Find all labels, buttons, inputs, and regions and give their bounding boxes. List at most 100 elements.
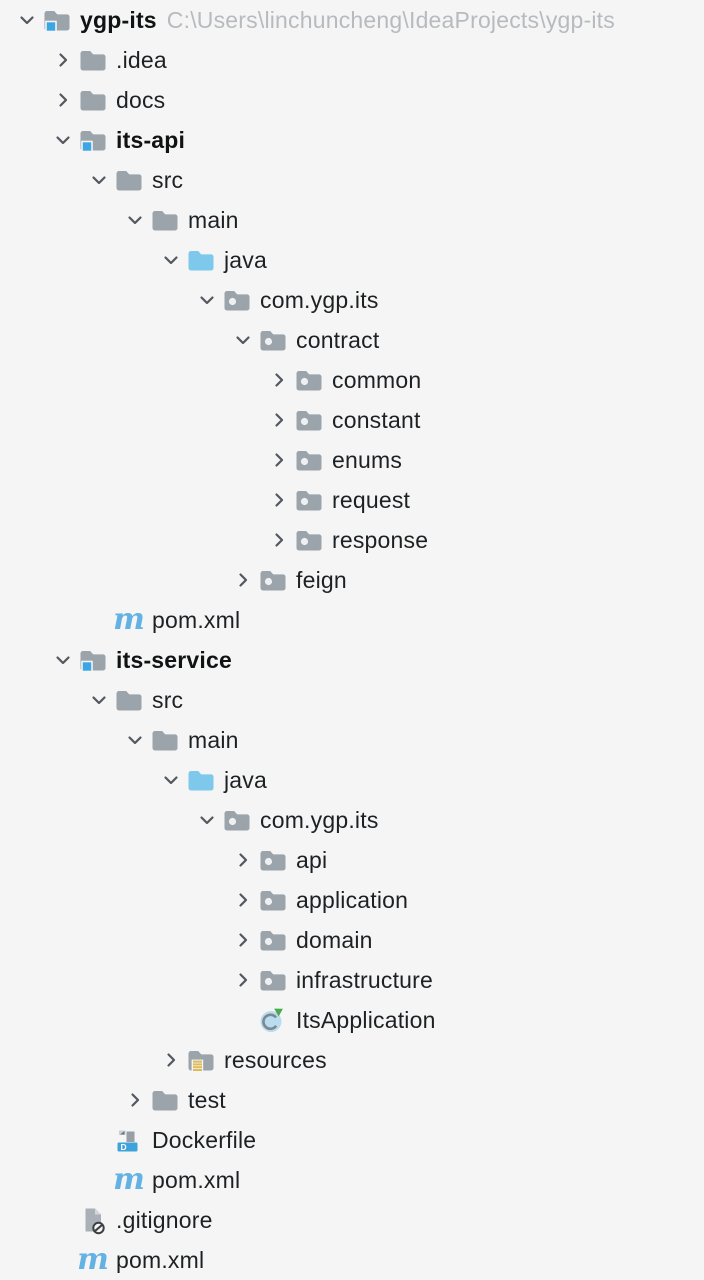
tree-row[interactable]: its-api [0,120,704,160]
chevron-down-icon[interactable] [194,287,220,313]
tree-row[interactable]: src [0,680,704,720]
chevron-right-icon[interactable] [50,47,76,73]
tree-item-label: com.ygp.its [260,806,379,833]
folder-icon [150,205,180,235]
run-class-icon [258,1005,288,1035]
tree-row[interactable]: api [0,840,704,880]
chevron-right-icon[interactable] [158,1047,184,1073]
chevron-right-icon[interactable] [266,447,292,473]
tree-row[interactable]: resources [0,1040,704,1080]
maven-icon: m [113,1162,145,1197]
tree-item-label: ItsApplication [296,1006,436,1033]
chevron-down-icon[interactable] [158,247,184,273]
tree-row[interactable]: feign [0,560,704,600]
tree-row[interactable]: src [0,160,704,200]
tree-row[interactable]: common [0,360,704,400]
package-icon [222,285,252,315]
chevron-down-icon[interactable] [158,767,184,793]
folder-icon [114,685,144,715]
tree-item-label: .idea [116,46,167,73]
maven-icon: m [77,1242,109,1277]
tree-item-label: request [332,486,411,513]
tree-row[interactable]: m pom.xml [0,600,704,640]
tree-item-label: pom.xml [152,1166,241,1193]
chevron-down-icon[interactable] [230,327,256,353]
package-icon [294,525,324,555]
chevron-spacer [50,1247,76,1273]
chevron-right-icon[interactable] [50,87,76,113]
package-icon [258,965,288,995]
tree-item-label: its-api [116,126,186,153]
tree-row[interactable]: application [0,880,704,920]
tree-row[interactable]: main [0,720,704,760]
package-icon [294,405,324,435]
tree-row[interactable]: contract [0,320,704,360]
chevron-right-icon[interactable] [230,847,256,873]
tree-row[interactable]: domain [0,920,704,960]
chevron-down-icon[interactable] [86,167,112,193]
tree-item-label: pom.xml [152,606,241,633]
chevron-spacer [230,1007,256,1033]
maven-icon: m [113,602,145,637]
tree-row[interactable]: docs [0,80,704,120]
chevron-right-icon[interactable] [122,1087,148,1113]
chevron-right-icon[interactable] [230,927,256,953]
chevron-spacer [86,1127,112,1153]
tree-row[interactable]: com.ygp.its [0,280,704,320]
chevron-right-icon[interactable] [266,527,292,553]
tree-item-label: resources [224,1046,327,1073]
tree-row[interactable]: com.ygp.its [0,800,704,840]
tree-row[interactable]: response [0,520,704,560]
chevron-down-icon[interactable] [122,207,148,233]
tree-item-label: response [332,526,429,553]
tree-row[interactable]: enums [0,440,704,480]
tree-row[interactable]: java [0,760,704,800]
chevron-down-icon[interactable] [14,7,40,33]
chevron-right-icon[interactable] [266,487,292,513]
chevron-spacer [50,1207,76,1233]
tree-row[interactable]: constant [0,400,704,440]
tree-item-label: enums [332,446,403,473]
folder-icon [78,85,108,115]
tree-item-label: common [332,366,422,393]
tree-row[interactable]: m pom.xml [0,1160,704,1200]
tree-item-label: test [188,1086,226,1113]
tree-item-label: ygp-its [80,6,157,33]
chevron-right-icon[interactable] [230,887,256,913]
chevron-down-icon[interactable] [50,647,76,673]
module-folder-icon [42,5,72,35]
sources-folder-icon [186,765,216,795]
chevron-down-icon[interactable] [86,687,112,713]
package-icon [258,845,288,875]
tree-item-label: com.ygp.its [260,286,379,313]
tree-row[interactable]: test [0,1080,704,1120]
folder-icon [150,725,180,755]
tree-row[interactable]: java [0,240,704,280]
tree-row[interactable]: request [0,480,704,520]
sources-folder-icon [186,245,216,275]
resources-folder-icon [186,1045,216,1075]
chevron-spacer [86,607,112,633]
package-icon [294,485,324,515]
tree-row[interactable]: .idea [0,40,704,80]
folder-icon [150,1085,180,1115]
tree-row[interactable]: infrastructure [0,960,704,1000]
tree-row[interactable]: .gitignore [0,1200,704,1240]
chevron-right-icon[interactable] [230,967,256,993]
chevron-right-icon[interactable] [266,367,292,393]
tree-row[interactable]: main [0,200,704,240]
tree-item-label: src [152,686,184,713]
chevron-down-icon[interactable] [50,127,76,153]
tree-item-label: feign [296,566,347,593]
chevron-right-icon[interactable] [266,407,292,433]
chevron-down-icon[interactable] [194,807,220,833]
tree-row[interactable]: ItsApplication [0,1000,704,1040]
chevron-right-icon[interactable] [230,567,256,593]
tree-row[interactable]: its-service [0,640,704,680]
tree-item-label: domain [296,926,373,953]
chevron-down-icon[interactable] [122,727,148,753]
